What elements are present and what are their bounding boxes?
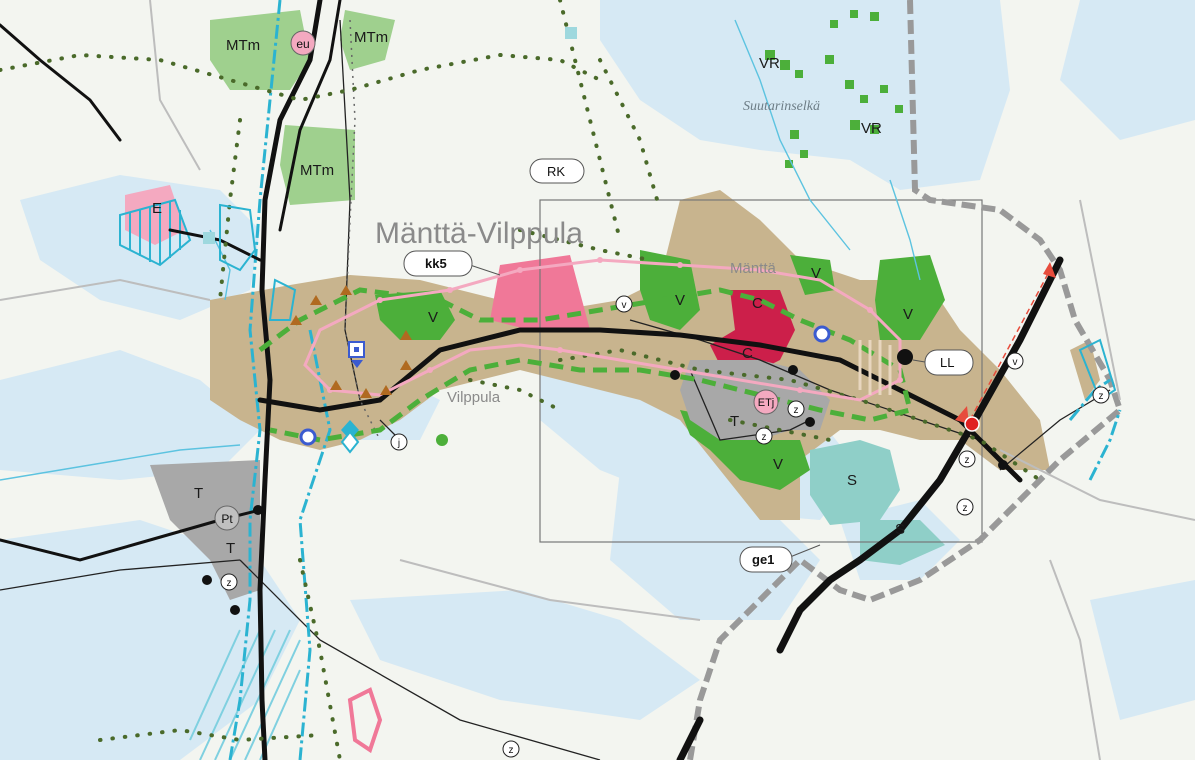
symbol-z: z [1092, 386, 1110, 404]
zone-label-t: T [730, 413, 739, 430]
cyan-square [203, 232, 215, 244]
pale-hatched-area [858, 340, 892, 395]
symbol-v: v [1006, 352, 1024, 370]
pink-loop-nodes [327, 257, 903, 393]
lake-label: Suutarinselkä [743, 99, 820, 114]
zone-label-mtm: MTm [354, 29, 388, 46]
zone-label-e: E [152, 200, 162, 217]
symbol-v: v [615, 295, 633, 313]
symbol-j: j [390, 433, 408, 451]
symbol-z: z [755, 427, 773, 445]
symbol-z: z [956, 498, 974, 516]
pink-loop [347, 687, 383, 754]
symbol-z-text: z [965, 455, 970, 466]
vr-markers [765, 10, 903, 168]
zone-label-mtm: MTm [300, 162, 334, 179]
zone-label-v: V [428, 309, 438, 326]
cyan-outline-areas [219, 203, 1117, 402]
symbol-v-text: v [1013, 357, 1018, 368]
circle-label-eu-text: eu [296, 37, 309, 51]
zone-label-c: C [752, 295, 763, 312]
river-lines [0, 19, 921, 481]
waterway-lines [228, 0, 1122, 760]
rk-zone-box [539, 199, 983, 543]
zone-label-c: C [742, 345, 753, 362]
region-title: Mänttä-Vilppula [375, 217, 583, 250]
zone-label-mtm: MTm [226, 37, 260, 54]
tag-rk: RK [529, 158, 585, 184]
zone-label-vr: VR [861, 120, 882, 137]
triangle-markers [290, 285, 412, 398]
pink-dotted-loop [303, 258, 902, 402]
tag-ge1-text: ge1 [752, 552, 774, 567]
symbol-j-text: j [397, 438, 400, 449]
recreation-areas [375, 250, 945, 490]
zone-label-vr: VR [759, 55, 780, 72]
zone-label-v: V [773, 456, 783, 473]
circle-label-pt-text: Pt [221, 512, 233, 526]
symbol-z-text: z [227, 578, 232, 589]
tag-rk-text: RK [547, 164, 565, 179]
circle-label-pt: Pt [214, 505, 240, 531]
zone-label-v: V [811, 265, 821, 282]
urban-areas [210, 190, 1100, 520]
blue-ring-markers [299, 325, 831, 446]
cyan-diamond [341, 420, 359, 440]
green-dot [436, 434, 448, 446]
tag-kk5: kk5 [403, 250, 501, 277]
symbol-z: z [787, 400, 805, 418]
symbol-z: z [958, 450, 976, 468]
zone-label-v: V [675, 292, 685, 309]
black-nodes [202, 349, 1008, 615]
zone-label-s: S [895, 521, 905, 538]
tag-ge1: ge1 [739, 544, 821, 573]
symbol-v-text: v [622, 300, 627, 311]
municipal-boundary [687, 0, 1124, 760]
zone-label-t: T [226, 540, 235, 557]
symbol-z: z [502, 740, 520, 758]
zone-label-s: S [847, 472, 857, 489]
forest-areas [210, 10, 395, 205]
red-triangle [955, 406, 969, 424]
zone-label-t: T [194, 485, 203, 502]
tag-kk5-text: kk5 [425, 256, 447, 271]
symbol-z-text: z [794, 405, 799, 416]
small-symbols: v v j z z z z z z z [220, 295, 1110, 758]
symbol-z-text: z [963, 503, 968, 514]
cyan-diamond-outline [340, 430, 360, 454]
symbol-z-text: z [762, 432, 767, 443]
circle-label-eu: eu [290, 30, 316, 56]
cyan-square-top [565, 27, 577, 39]
symbol-z-text: z [1099, 391, 1104, 402]
tag-ll: LL [912, 349, 974, 376]
red-dashed-arrow [969, 269, 1051, 421]
red-arrow-head [1043, 262, 1056, 278]
green-dashed-route [258, 287, 914, 443]
town-label-mantta: Mänttä [730, 260, 777, 277]
symbol-z-text: z [509, 745, 514, 756]
dotted-routes [0, 0, 1042, 760]
circle-label-etj: ETj [753, 389, 779, 415]
red-junction [964, 416, 980, 432]
circle-label-etj-text: ETj [758, 397, 775, 409]
station-symbol [348, 341, 365, 368]
symbol-z: z [220, 573, 238, 591]
tag-ll-text: LL [940, 355, 954, 370]
town-label-vilppula: Vilppula [447, 389, 501, 406]
zone-label-v: V [903, 306, 913, 323]
